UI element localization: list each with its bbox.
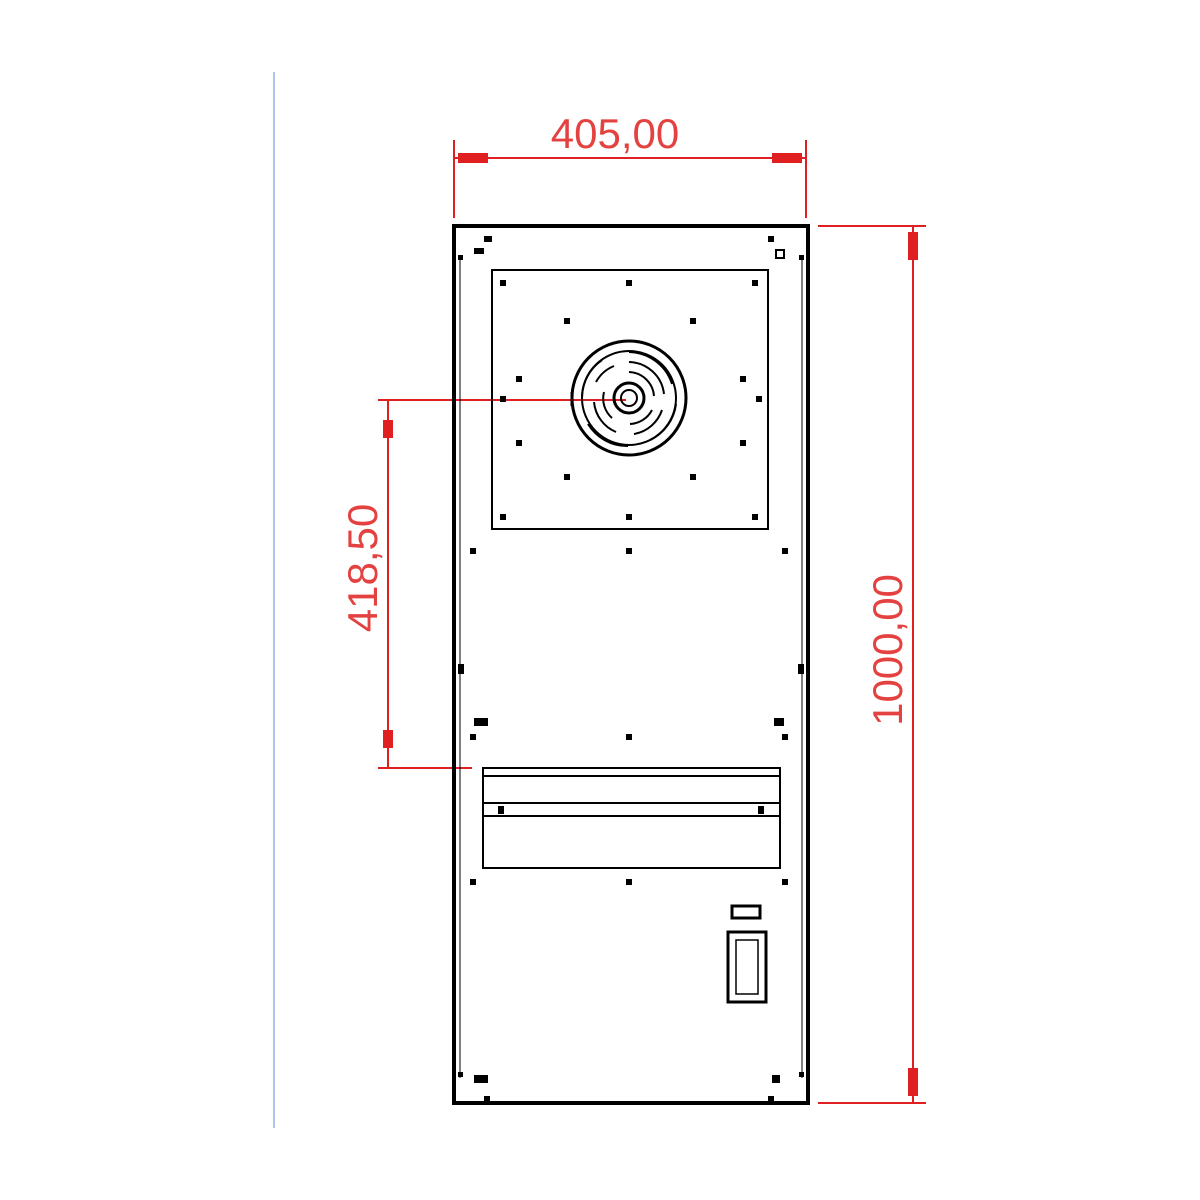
- width-dimension: 405,00: [453, 110, 807, 218]
- mid-screws: [458, 548, 804, 740]
- vent-panel: [482, 767, 781, 869]
- lock-icon: [726, 904, 768, 1004]
- arrow-upper: [383, 420, 393, 438]
- corner-details: [458, 236, 804, 1101]
- fan-panel-screws: [500, 280, 762, 520]
- fan-panel: [491, 269, 769, 530]
- width-label: 405,00: [551, 110, 679, 157]
- fan-height-dimension: 418,50: [339, 399, 626, 769]
- fan-icon: [570, 339, 688, 457]
- arrow-top: [908, 232, 918, 260]
- height-dimension: 1000,00: [818, 225, 926, 1104]
- arrow-left: [458, 153, 488, 163]
- fan-height-label: 418,50: [339, 504, 386, 632]
- arrow-right: [772, 153, 802, 163]
- cabinet-body: [452, 224, 810, 1105]
- height-label: 1000,00: [864, 574, 911, 726]
- lower-screws: [470, 879, 788, 885]
- arrow-bottom: [908, 1068, 918, 1096]
- arrow-lower: [383, 730, 393, 748]
